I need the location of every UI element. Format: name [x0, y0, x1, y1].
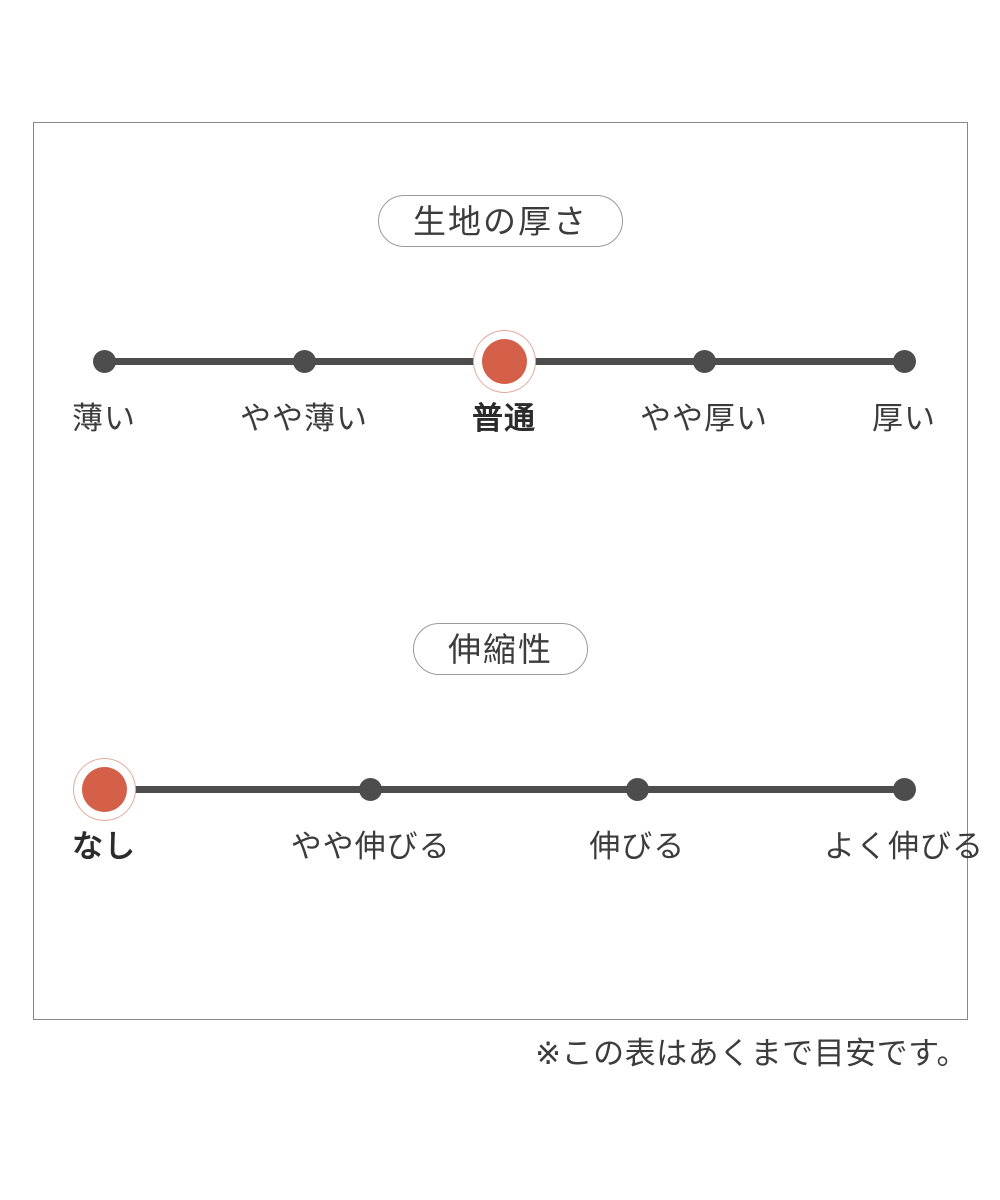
- scale-title-thickness: 生地の厚さ: [378, 195, 623, 247]
- scale-dot-stretch-2[interactable]: [625, 778, 649, 801]
- scale-label-stretch-0: なし: [72, 829, 136, 864]
- scale-track-thickness: 薄い やや薄い 普通 やや厚い 厚い: [34, 325, 967, 465]
- footnote-note: ※この表はあくまで目安です。: [535, 1036, 968, 1071]
- scale-label-thickness-4: 厚い: [872, 401, 936, 436]
- scale-dot-stretch-3[interactable]: [892, 778, 916, 801]
- track-line-stretch: [104, 786, 904, 793]
- scale-title-stretch: 伸縮性: [413, 623, 588, 675]
- scale-label-thickness-1: やや薄い: [240, 401, 368, 436]
- scale-section-stretch: 伸縮性 なし やや伸びる 伸びる よく伸びる: [34, 623, 983, 893]
- scale-dot-thickness-4[interactable]: [892, 350, 916, 373]
- scale-label-thickness-0: 薄い: [72, 401, 136, 436]
- scale-section-thickness: 生地の厚さ 薄い やや薄い 普通 やや厚い 厚い: [34, 195, 967, 465]
- scale-dot-thickness-1[interactable]: [292, 350, 316, 373]
- scale-dot-stretch-1[interactable]: [359, 778, 383, 801]
- scale-dot-thickness-2-active[interactable]: [481, 339, 527, 384]
- scale-title-row-stretch: 伸縮性: [34, 623, 967, 675]
- scale-label-stretch-3: よく伸びる: [824, 829, 984, 864]
- spec-table-frame: 生地の厚さ 薄い やや薄い 普通 やや厚い 厚い 伸縮性 なし: [33, 122, 983, 1020]
- scale-track-stretch: なし やや伸びる 伸びる よく伸びる: [34, 753, 983, 893]
- scale-dot-stretch-0-active[interactable]: [81, 767, 127, 812]
- scale-dot-thickness-3[interactable]: [692, 350, 716, 373]
- scale-label-stretch-1: やや伸びる: [290, 829, 451, 864]
- scale-label-thickness-2: 普通: [472, 401, 536, 436]
- scale-label-stretch-2: 伸びる: [589, 829, 686, 864]
- scale-dot-thickness-0[interactable]: [92, 350, 116, 373]
- scale-title-row-thickness: 生地の厚さ: [34, 195, 967, 247]
- scale-label-thickness-3: やや厚い: [640, 401, 768, 436]
